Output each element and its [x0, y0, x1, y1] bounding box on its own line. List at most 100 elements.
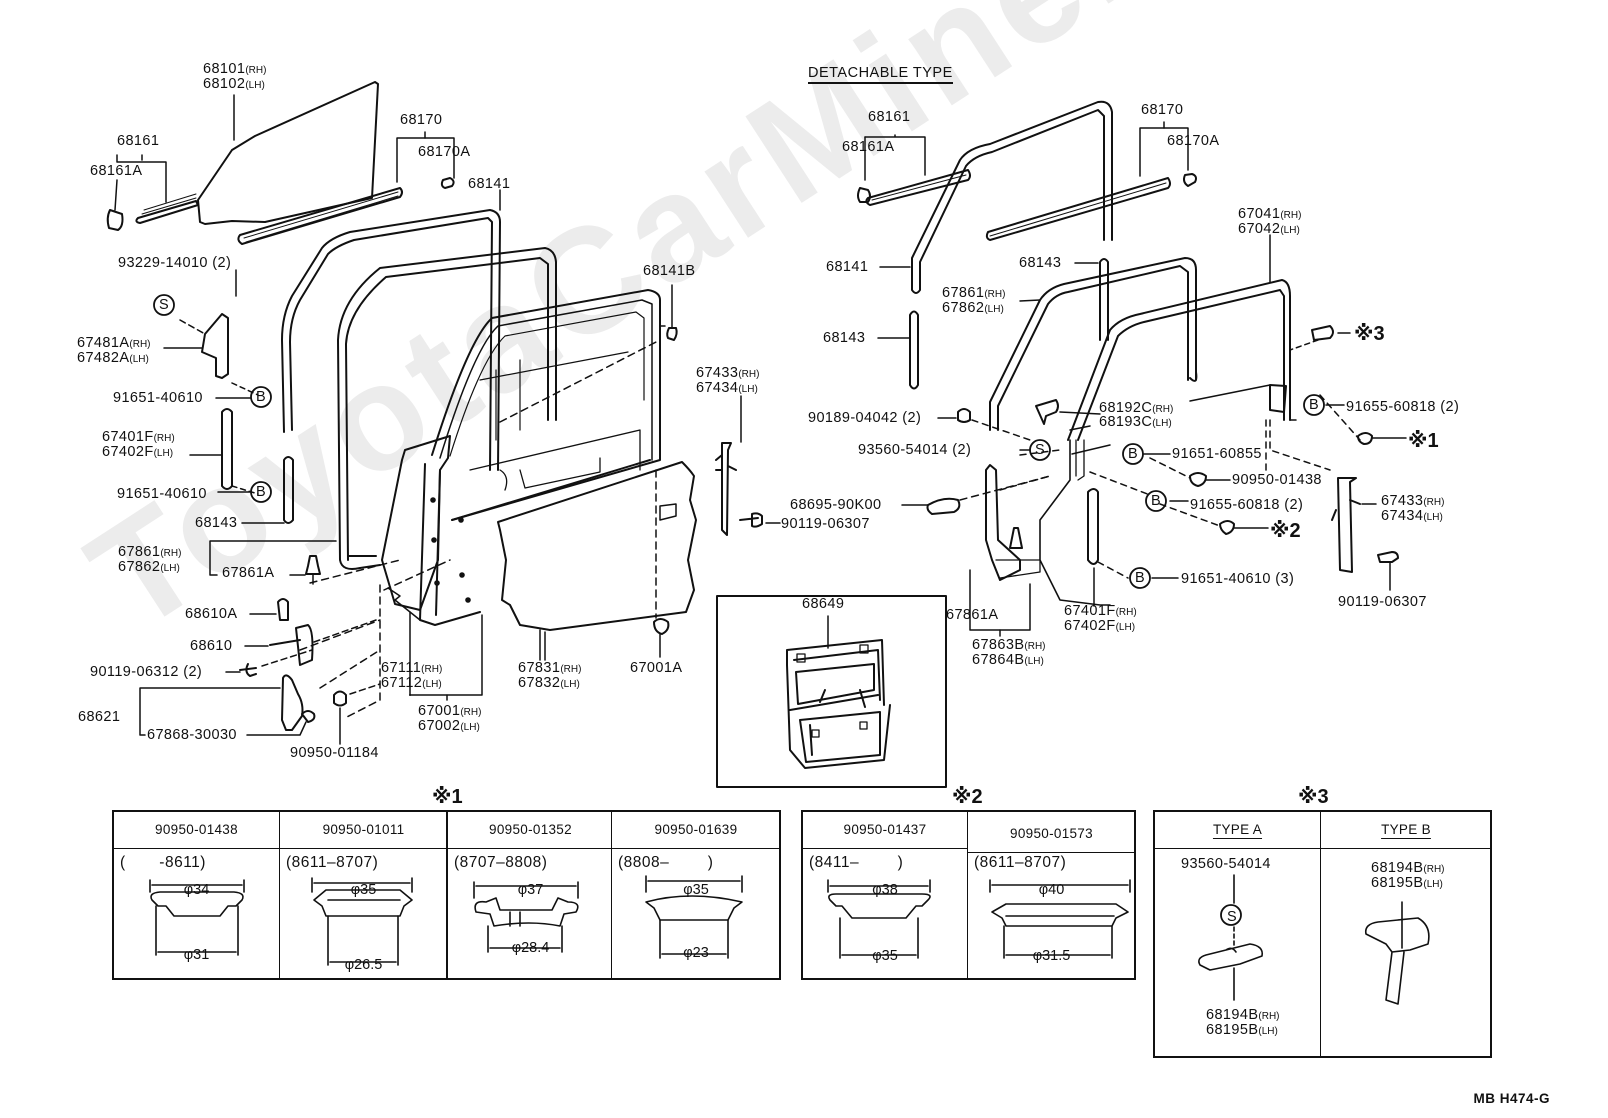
label-67402F: 67402F(LH)	[102, 444, 174, 460]
table3-screw-part: 93560-54014	[1181, 856, 1271, 872]
inset-box-68649	[717, 596, 946, 787]
bracket-68170	[397, 138, 454, 182]
label-67868-30030: 67868-30030	[147, 727, 237, 743]
bracket-68161	[117, 155, 166, 202]
table1-outer-dia: φ35	[683, 882, 709, 898]
table1-outer-dia: φ35	[350, 882, 377, 898]
front-run-channel	[136, 201, 198, 223]
label-68161A: 68161A	[90, 163, 143, 179]
label-68610: 68610	[190, 638, 233, 654]
label-67002: 67002(LH)	[418, 718, 480, 734]
table2-inner-dia: φ31.5	[1032, 948, 1071, 964]
detachable-label-68192C: 68192C(RH)	[1099, 400, 1174, 416]
label-68141: 68141	[468, 176, 511, 192]
table1-col: 90950-01639 (8808– ) φ35 φ23	[611, 812, 780, 978]
table1-inner-dia: φ23	[683, 945, 709, 961]
label-68649: 68649	[802, 596, 845, 612]
detachable-strip-68143b	[910, 312, 918, 389]
table1-outer-dia: φ34	[183, 882, 210, 898]
table1-inner-dia: φ31	[183, 947, 210, 963]
detachable-label-screw-s: S	[1035, 442, 1046, 458]
table3-part-rh: 68194B(RH)	[1206, 1007, 1280, 1023]
detachable-bracket-68161	[865, 135, 925, 175]
table-ref1: 90950-01438 ( -8611) φ34 φ31 90950-01011…	[112, 810, 781, 980]
table2-col: 90950-01573 (8611–8707) φ40 φ31.5	[967, 812, 1135, 978]
table1-part: 90950-01352	[448, 812, 613, 849]
table-ref3: TYPE A 93560-54014 S 68194B(RH) 68195B(L…	[1153, 810, 1492, 1058]
label-68102: 68102(LH)	[203, 76, 265, 92]
label-68170: 68170	[400, 112, 443, 128]
detachable-label-91651-40610: 91651-40610 (3)	[1181, 571, 1295, 587]
detachable-label-bolt-b-2: B	[1128, 446, 1139, 462]
bracket-67481A	[202, 314, 228, 378]
belt-moulding	[238, 188, 402, 244]
plug-67001A	[654, 619, 668, 634]
table2-part: 90950-01437	[803, 812, 967, 849]
detachable-clip-ref3	[1312, 326, 1333, 340]
detachable-bolt-90189	[958, 409, 970, 422]
table3-type: TYPE B	[1321, 812, 1491, 849]
hinge-pin-68610A	[278, 599, 288, 620]
detachable-bracket-68170	[1140, 128, 1188, 176]
detachable-label-91655-mid: 91655-60818 (2)	[1190, 497, 1304, 513]
detachable-label-67861: 67861(RH)	[942, 285, 1006, 301]
label-68170A: 68170A	[418, 144, 471, 160]
detachable-lower-panel	[1040, 440, 1110, 605]
detachable-label-68141: 68141	[826, 259, 869, 275]
door-pocket-68649	[787, 640, 890, 768]
table1-outer-dia: φ37	[517, 882, 544, 898]
table3-part-lh: 68195B(LH)	[1371, 875, 1443, 891]
detachable-label-bolt-b-1: B	[1309, 397, 1320, 413]
label-bolt-b-2: B	[256, 484, 267, 500]
detachable-label-bolt-b-4: B	[1135, 570, 1146, 586]
label-67111: 67111(RH)	[381, 660, 443, 676]
hinge-67111	[388, 588, 420, 620]
table2-inner-dia: φ35	[872, 948, 898, 964]
detachable-frame-68141	[912, 102, 1112, 293]
label-68621: 68621	[78, 709, 121, 725]
detachable-strip-68143a	[1100, 259, 1108, 340]
clip-type-b	[1366, 918, 1429, 1004]
label-67861A: 67861A	[222, 565, 275, 581]
guide-67401F	[222, 409, 232, 489]
table1-range: (8808– )	[618, 854, 714, 871]
table2-col: 90950-01437 (8411– ) φ38 φ35	[803, 812, 967, 978]
door-check-68610	[270, 625, 313, 665]
label-91651-40610-b: 91651-40610	[117, 486, 207, 502]
clip-68161A	[108, 210, 123, 230]
label-67001A: 67001A	[630, 660, 683, 676]
detachable-label-91651-60855: 91651-60855	[1172, 446, 1262, 462]
detachable-hidden-lines	[972, 395, 1360, 578]
detachable-label-67041: 67041(RH)	[1238, 206, 1302, 222]
hidden-lines	[300, 326, 665, 718]
detachable-label-67433: 67433(RH)	[1381, 493, 1445, 509]
clip-type-a	[1199, 944, 1262, 970]
table3-title: ※3	[1298, 786, 1329, 808]
label-67112: 67112(LH)	[381, 675, 442, 691]
label-90119-06307-a: 90119-06307	[781, 516, 870, 532]
clip-68141B	[667, 328, 676, 340]
detachable-label-91655-top: 91655-60818 (2)	[1346, 399, 1460, 415]
table3-part-rh: 68194B(RH)	[1371, 860, 1445, 876]
detachable-label-67863B: 67863B(RH)	[972, 637, 1046, 653]
label-91651-40610-a: 91651-40610	[113, 390, 203, 406]
table2-title: ※2	[952, 786, 983, 808]
label-68161: 68161	[117, 133, 160, 149]
label-67831: 67831(RH)	[518, 660, 582, 676]
detachable-clip-67861A	[1010, 528, 1022, 548]
detachable-lower-frame	[986, 465, 1020, 580]
detachable-label-93560: 93560-54014 (2)	[858, 442, 972, 458]
detachable-label-68170A: 68170A	[1167, 133, 1220, 149]
label-67001: 67001(RH)	[418, 703, 482, 719]
detachable-label-68143-a: 68143	[1019, 255, 1062, 271]
door-glass	[198, 82, 378, 224]
table1-inner-dia: φ26.5	[344, 957, 383, 973]
label-67433-a: 67433(RH)	[696, 365, 760, 381]
table2-range: (8411– )	[809, 854, 904, 871]
table1-range: ( -8611)	[120, 854, 206, 871]
rear-channel-67433	[716, 443, 736, 535]
detachable-label-68161A: 68161A	[842, 139, 895, 155]
detachable-rear-channel-67433	[1332, 478, 1360, 572]
detachable-lock-striker	[1270, 385, 1286, 412]
screw-67868-30030	[302, 711, 314, 722]
